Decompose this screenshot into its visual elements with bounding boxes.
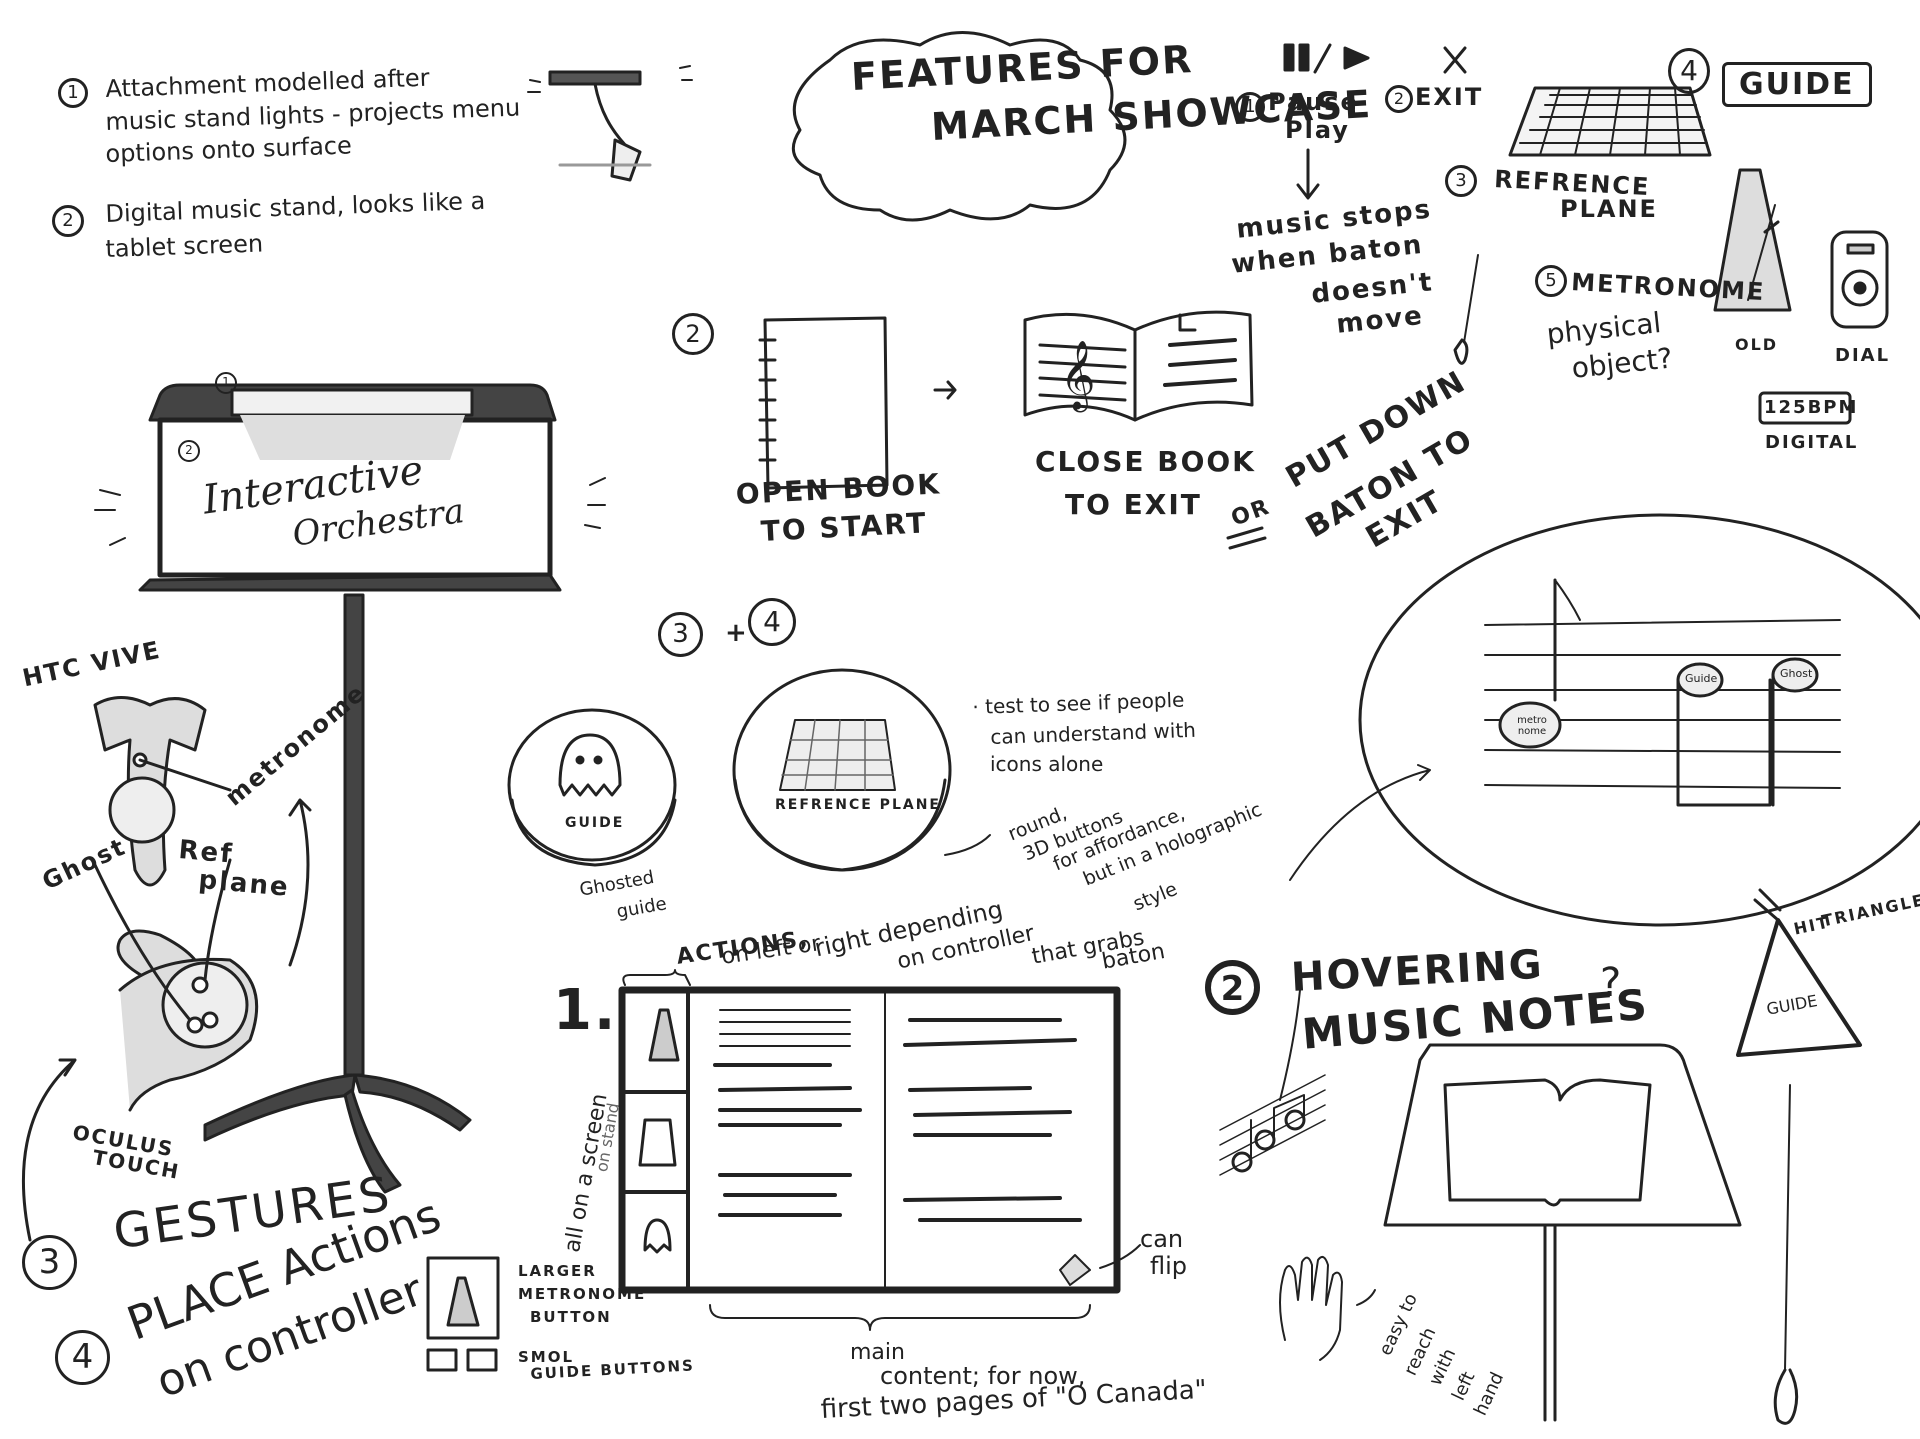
close-book-label-2: TO EXIT xyxy=(1065,488,1202,521)
exit-label: EXIT xyxy=(1415,83,1484,111)
metronome-marker: 5 xyxy=(1535,265,1567,297)
hovering-notes-bubble xyxy=(1289,513,1920,927)
stand-light-sketch xyxy=(527,65,693,182)
bubble-metronome-note: metro nome xyxy=(1517,715,1547,737)
features-cloud xyxy=(791,31,1127,222)
round-3d-buttons xyxy=(507,668,991,872)
stand-marker-1: 1 xyxy=(215,372,237,394)
place-actions-marker: 4 xyxy=(55,1330,110,1385)
smol-guide-1: SMOL xyxy=(518,1348,575,1366)
screen-section-number: 1. xyxy=(553,978,618,1043)
note-2-line2: tablet screen xyxy=(105,229,264,263)
close-book-label-1: CLOSE BOOK xyxy=(1035,445,1256,478)
can-flip-1: can xyxy=(1140,1225,1184,1253)
larger-metronome-1: LARGER xyxy=(518,1262,597,1280)
baton-sketch xyxy=(1461,254,1479,356)
larger-metronome-2: METRONOME xyxy=(518,1285,647,1303)
refplane-label-2: PLANE xyxy=(1560,195,1658,223)
book-section-marker: 2 xyxy=(672,313,714,355)
note-1-marker: 1 xyxy=(58,78,88,108)
hovering-notes-stand xyxy=(1219,888,1862,1425)
screen-layout-sketch xyxy=(426,969,1141,1372)
main-content-2: content; for now, xyxy=(880,1362,1086,1390)
test-note-3: icons alone xyxy=(990,752,1104,776)
metronome-sketches xyxy=(1713,168,1889,425)
svg-text:𝄞: 𝄞 xyxy=(1060,340,1095,412)
larger-metronome-3: BUTTON xyxy=(530,1308,612,1326)
open-book: 𝄞 xyxy=(1023,310,1254,422)
bubble-ghost-note: Ghost xyxy=(1780,667,1813,680)
pause-marker: 1 xyxy=(1235,92,1265,122)
play-label: Play xyxy=(1285,116,1350,144)
can-flip-2: flip xyxy=(1150,1252,1188,1280)
round-refplane-label: REFRENCE PLANE xyxy=(775,797,941,813)
stand-marker-2: 2 xyxy=(178,440,200,462)
hovering-question: ? xyxy=(1600,960,1622,1006)
buttons-marker-4: 4 xyxy=(748,598,796,646)
reference-plane-grid xyxy=(1508,86,1712,157)
metronome-bpm: 125BPM xyxy=(1764,397,1859,418)
main-content-1: main xyxy=(850,1340,905,1365)
hovering-marker: 2 xyxy=(1205,960,1260,1015)
note-2-marker: 2 xyxy=(52,205,84,237)
metronome-digital-label: DIGITAL xyxy=(1765,432,1859,453)
guide-feature-label: GUIDE xyxy=(1722,62,1872,107)
metronome-dial-label: DIAL xyxy=(1835,345,1891,366)
closed-binder xyxy=(758,316,957,490)
refplane-marker: 3 xyxy=(1445,165,1477,197)
pause-label: Pause xyxy=(1268,88,1359,116)
ref-controller-label: Ref xyxy=(177,835,235,870)
buttons-marker-3: 3 xyxy=(658,612,703,657)
controller-sketches xyxy=(21,696,312,1242)
pause-play-icons xyxy=(1283,43,1467,200)
gestures-marker: 3 xyxy=(22,1235,77,1290)
large-music-stand xyxy=(94,383,606,1194)
buttons-plus: + xyxy=(725,618,749,648)
exit-marker: 2 xyxy=(1385,85,1413,113)
round-guide-label: GUIDE xyxy=(565,815,625,831)
metronome-old-label: OLD xyxy=(1735,335,1779,354)
guide-marker: 4 xyxy=(1668,48,1710,94)
bubble-guide-note: Guide xyxy=(1685,672,1718,685)
